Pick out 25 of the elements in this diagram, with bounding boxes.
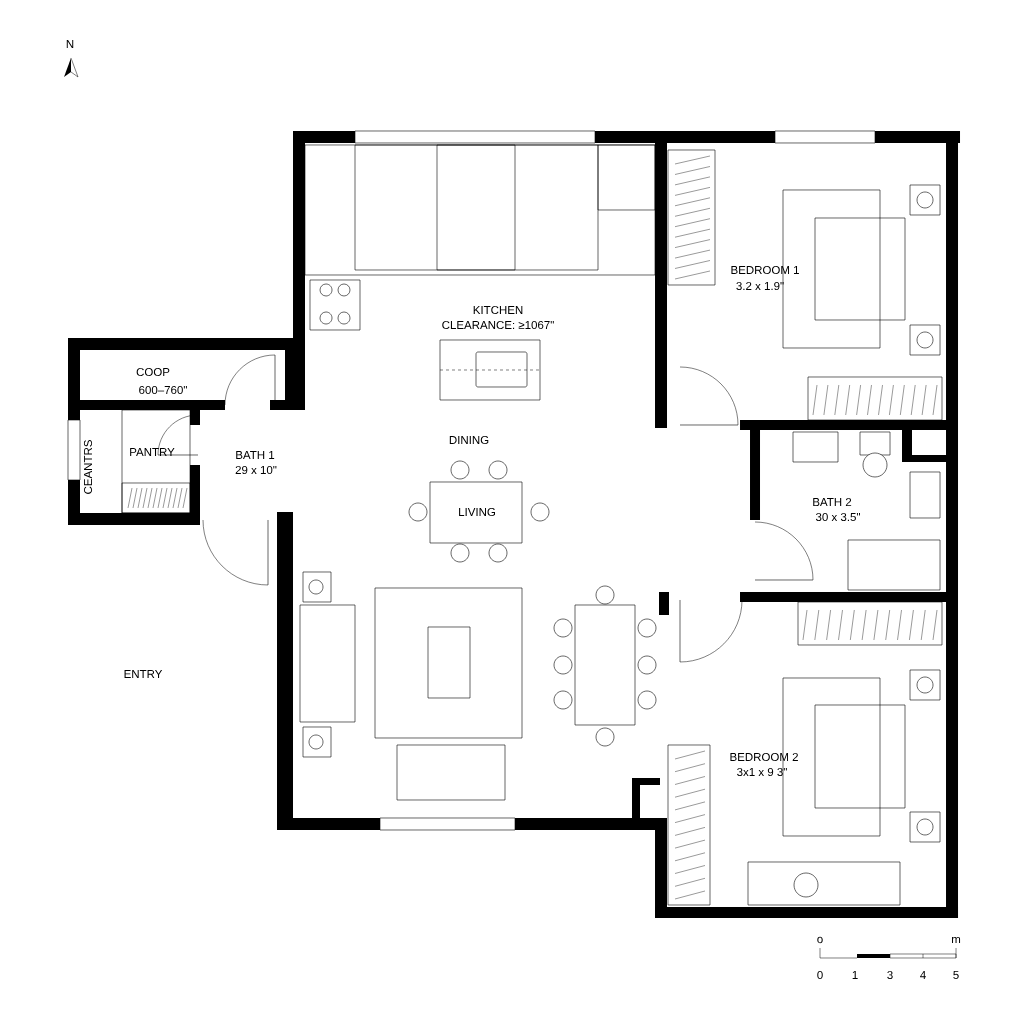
room-label: CLEARANCE: ≥1067" xyxy=(442,320,554,330)
room-label: COOP xyxy=(136,367,170,377)
room-label: 3x1 x 9 3" xyxy=(737,767,787,777)
room-label: ENTRY xyxy=(124,670,163,678)
scale-number: 0 xyxy=(817,970,823,980)
room-label: KITCHEN xyxy=(473,305,523,315)
room-label: CEANTRS xyxy=(83,440,93,494)
room-label: BATH 1 xyxy=(236,451,275,459)
room-label: 3.2 x 1.9" xyxy=(736,281,784,291)
room-label: BEDROOM 2 xyxy=(730,752,798,762)
scale-label: o xyxy=(817,936,823,944)
scale-number: 3 xyxy=(887,970,893,980)
room-label: DINING xyxy=(449,435,489,445)
room-label: PANTRY xyxy=(130,448,175,456)
scale-number: 1 xyxy=(852,971,858,979)
room-label: 30 x 3.5" xyxy=(815,512,860,522)
room-label: 600–760" xyxy=(139,385,187,395)
room-label: BATH 2 xyxy=(813,498,852,506)
scale-number: 5 xyxy=(953,971,959,979)
north-label: N xyxy=(66,40,74,48)
room-label: BEDROOM 1 xyxy=(731,265,799,275)
room-label: LIVING xyxy=(459,507,495,517)
scale-number: 4 xyxy=(920,971,926,979)
room-label: 29 x 10" xyxy=(235,465,277,475)
scale-label: m xyxy=(952,936,961,944)
